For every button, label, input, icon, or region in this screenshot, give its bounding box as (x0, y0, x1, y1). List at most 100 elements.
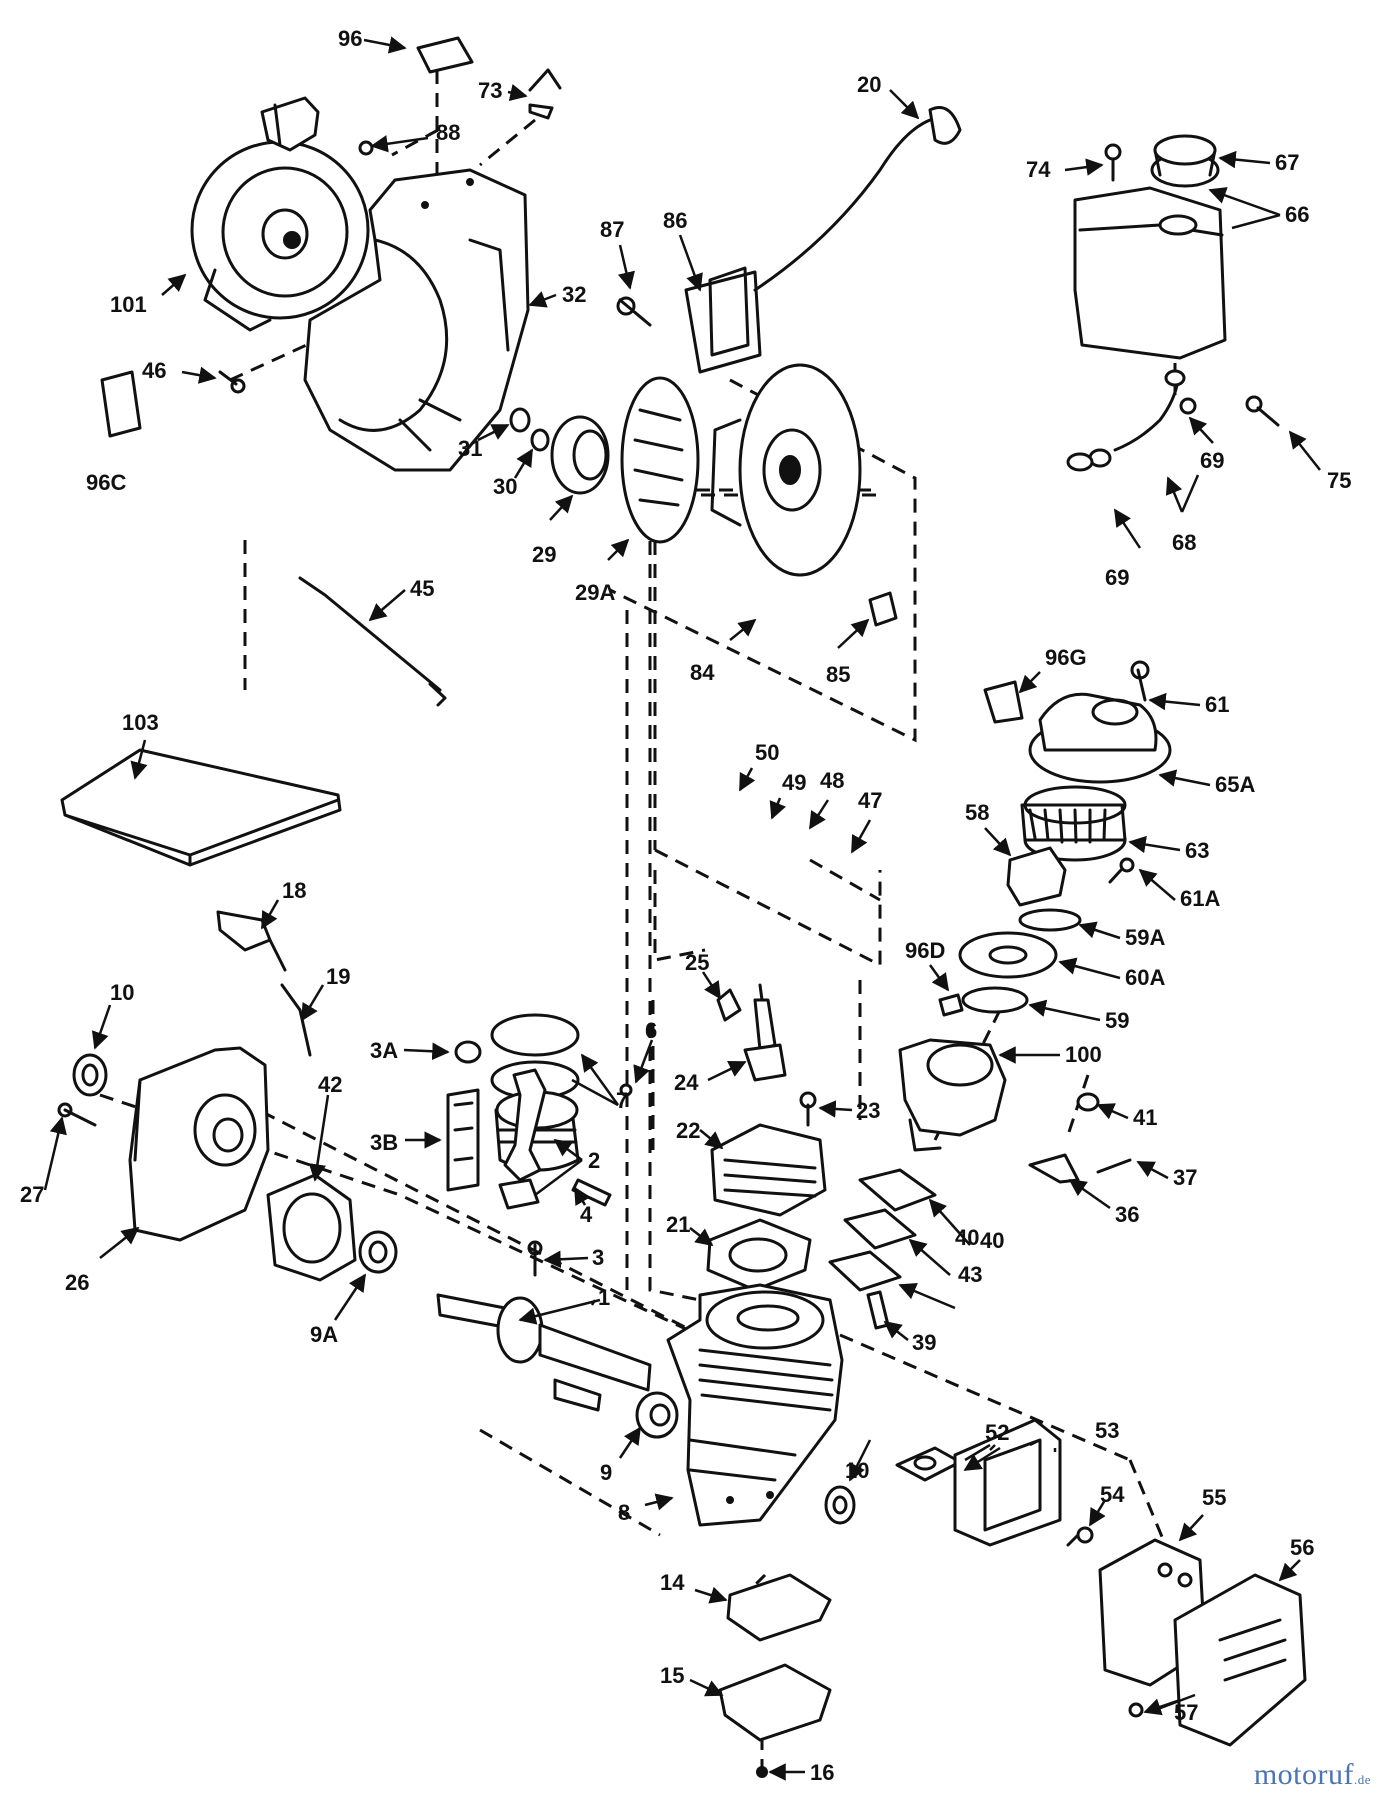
part-101-recoil-starter (190, 96, 370, 332)
callout-43: 43 (958, 1262, 982, 1287)
part-21-head-gasket (706, 1218, 812, 1292)
part-42-gasket (266, 1173, 357, 1282)
part-87-screw (616, 296, 652, 327)
part-22-cylinder-head (710, 1123, 827, 1217)
part-86-ignition-coil (684, 106, 962, 374)
part-8-engine-block (666, 1283, 844, 1527)
callout-58: 58 (965, 800, 989, 825)
callout-labels: 96 73 88 101 32 20 86 87 74 67 66 46 96C… (20, 26, 1351, 1785)
watermark-text: motoruf (1253, 1758, 1354, 1791)
callout-6: 6 (645, 1018, 657, 1043)
callout-45: 45 (410, 576, 434, 601)
callout-60A: 60A (1125, 965, 1165, 990)
part-61-screw (1130, 660, 1150, 702)
callout-18: 18 (282, 878, 306, 903)
callout-9: 9 (600, 1460, 612, 1485)
callout-4: 4 (580, 1202, 593, 1227)
part-14-gasket (726, 1573, 832, 1642)
callout-69b: 69 (1105, 565, 1129, 590)
part-96C-decal (100, 370, 142, 438)
callout-96D: 96D (905, 938, 945, 963)
part-45-linkage-rod (298, 576, 447, 707)
part-3B-bearing-inserts (446, 1088, 480, 1192)
part-73-wing-bolt (528, 68, 562, 120)
callout-39: 39 (912, 1330, 936, 1355)
part-9A-bearing (358, 1230, 398, 1274)
part-40-43-gaskets (828, 1168, 937, 1292)
callout-96G: 96G (1045, 645, 1087, 670)
callout-36: 36 (1115, 1202, 1139, 1227)
callout-84: 84 (690, 660, 715, 685)
callout-61: 61 (1205, 692, 1229, 717)
callout-47: 47 (858, 788, 882, 813)
callout-32: 32 (562, 282, 586, 307)
part-60A-base (958, 931, 1058, 979)
part-23-screw (799, 1091, 817, 1127)
part-6-clip (619, 1083, 633, 1097)
part-24-spark-plug (743, 983, 787, 1082)
callout-20: 20 (857, 72, 881, 97)
callout-3B: 3B (370, 1130, 398, 1155)
part-96D-decal (938, 993, 964, 1017)
callout-31: 31 (458, 436, 482, 461)
part-3A-bearing (454, 1040, 482, 1064)
part-26-crankcase-cover (128, 1046, 270, 1242)
callout-59A: 59A (1125, 925, 1165, 950)
callout-74: 74 (1026, 157, 1051, 182)
callout-29: 29 (532, 542, 556, 567)
callout-41: 41 (1133, 1105, 1157, 1130)
callout-68: 68 (1172, 530, 1196, 555)
part-74-screw (1104, 143, 1122, 182)
part-54-screw (1066, 1526, 1094, 1547)
part-85-nut (868, 591, 898, 627)
callout-73: 73 (478, 78, 502, 103)
part-16-screw (756, 1766, 768, 1778)
part-96G-decal (983, 680, 1024, 724)
callout-57: 57 (1174, 1700, 1198, 1725)
callout-9A: 9A (310, 1322, 338, 1347)
part-67-fuel-cap (1150, 134, 1220, 188)
part-10-oil-seal (72, 1053, 108, 1097)
callout-22: 22 (676, 1118, 700, 1143)
part-19-link (280, 983, 312, 1057)
part-41-37-36-linkage (1028, 1092, 1132, 1184)
callout-63: 63 (1185, 838, 1209, 863)
part-18-governor-lever (216, 910, 287, 972)
part-84-flywheel (710, 363, 862, 577)
part-32-blower-housing (303, 168, 530, 472)
callout-85: 85 (826, 662, 850, 687)
part-103-gasket-set (60, 748, 342, 867)
watermark-logo: motoruf.de (1254, 1758, 1371, 1792)
callout-30: 30 (493, 474, 517, 499)
part-46-screw (218, 370, 246, 394)
part-100-carburetor (898, 1038, 1007, 1152)
callout-100: 100 (1065, 1042, 1102, 1067)
part-68-fuel-line (1066, 369, 1280, 472)
callout-24: 24 (674, 1070, 699, 1095)
part-3-screw (527, 1240, 543, 1277)
part-9-bearing (635, 1391, 679, 1439)
callout-29A: 29A (575, 580, 615, 605)
part-61A-screw (1108, 857, 1135, 884)
callout-69: 69 (1200, 448, 1224, 473)
callout-55: 55 (1202, 1485, 1226, 1510)
callout-3A: 3A (370, 1038, 398, 1063)
part-31-30-29-hardware (509, 407, 610, 495)
callout-65A: 65A (1215, 772, 1255, 797)
callout-2: 2 (588, 1148, 600, 1173)
part-10-oil-seal-2 (824, 1485, 856, 1525)
callout-1: 1 (598, 1285, 610, 1310)
callout-52: 52 (985, 1420, 1009, 1445)
part-1-crankshaft (436, 1293, 652, 1412)
part-96-gasket (416, 36, 474, 74)
callout-40: 40 (980, 1228, 1004, 1253)
part-58-adapter (1006, 846, 1067, 907)
part-57-screw (1128, 1702, 1144, 1718)
callout-66: 66 (1285, 202, 1309, 227)
callout-8: 8 (618, 1500, 630, 1525)
part-29A-screen (620, 376, 700, 544)
callout-59: 59 (1105, 1008, 1129, 1033)
callout-86: 86 (663, 208, 687, 233)
